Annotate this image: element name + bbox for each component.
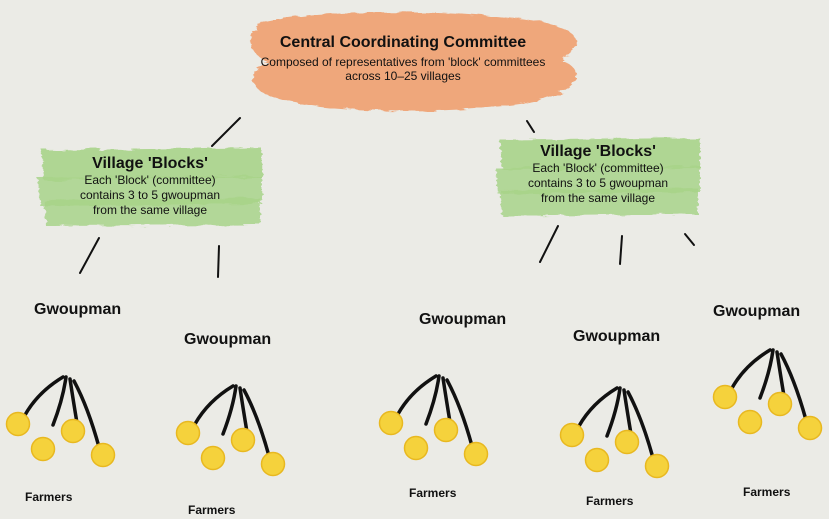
block-brush-left xyxy=(38,148,262,226)
block-title: Village 'Blocks' xyxy=(92,155,208,172)
central-committee-description: Composed of representatives from 'block'… xyxy=(165,55,641,83)
farmers-label-4: Farmers xyxy=(586,494,634,508)
gwoupman-label-4: Gwoupman xyxy=(573,328,661,345)
farmers-label-1: Farmers xyxy=(25,490,73,504)
gwoupman-label-1: Gwoupman xyxy=(34,301,122,318)
block-desc-line3: from the same village xyxy=(540,191,656,205)
farmers-label-2: Farmers xyxy=(188,503,236,517)
central-committee-title: Central Coordinating Committee xyxy=(279,34,527,51)
gwoupman-label-3: Gwoupman xyxy=(419,311,507,328)
gwoupman-label-2: Gwoupman xyxy=(184,331,272,348)
farmer-cluster-3 xyxy=(377,374,490,468)
block-title: Village 'Blocks' xyxy=(540,143,656,160)
farmers-label-3: Farmers xyxy=(409,486,457,500)
connector-lines xyxy=(79,117,695,278)
village-block-left: Village 'Blocks' Each 'Block' (committee… xyxy=(40,155,260,218)
village-block-right: Village 'Blocks' Each 'Block' (committee… xyxy=(488,143,708,206)
farmer-cluster-4 xyxy=(558,386,671,480)
farmers-label-5: Farmers xyxy=(743,485,791,499)
farmer-cluster-1 xyxy=(4,375,117,469)
central-desc-line2: across 10–25 villages xyxy=(345,69,461,83)
farmer-cluster-5 xyxy=(711,348,824,442)
central-desc-line1: Composed of representatives from 'block'… xyxy=(260,55,546,69)
gwoupman-label-5: Gwoupman xyxy=(713,303,801,320)
block-desc-line1: Each 'Block' (committee) xyxy=(532,161,664,175)
block-desc-line2: contains 3 to 5 gwoupman xyxy=(527,176,669,190)
farmer-cluster-2 xyxy=(174,384,287,478)
block-desc-line2: contains 3 to 5 gwoupman xyxy=(79,188,221,202)
block-brush-right xyxy=(496,138,700,216)
central-brush xyxy=(250,12,577,111)
block-desc-line3: from the same village xyxy=(92,203,208,217)
block-desc-line1: Each 'Block' (committee) xyxy=(84,173,216,187)
